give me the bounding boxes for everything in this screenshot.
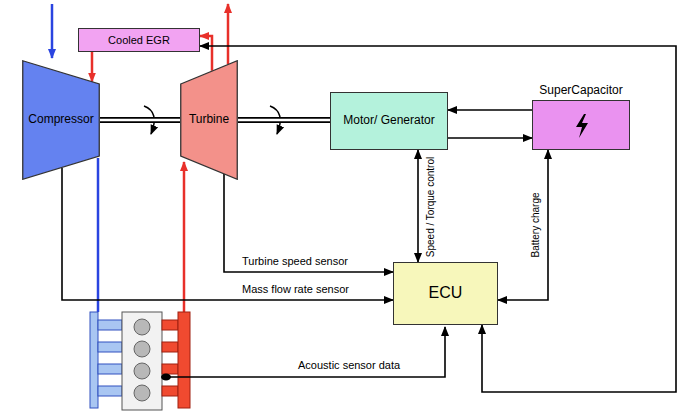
exhaust-runner xyxy=(162,342,178,352)
signal-connector xyxy=(200,36,212,71)
node-heading: SuperCapacitor xyxy=(539,84,622,98)
cylinder xyxy=(134,385,150,401)
compressor-shape-fill xyxy=(23,61,100,180)
connector-path xyxy=(448,137,532,139)
capacitor-symbol xyxy=(572,113,592,139)
shaft-core xyxy=(100,119,180,121)
ecu-box: ECU xyxy=(393,262,498,325)
connector-path xyxy=(224,174,393,272)
node-label: Motor/ Generator xyxy=(343,114,434,128)
connector-path xyxy=(200,46,676,392)
intake-pipe xyxy=(97,158,100,312)
signal-connector xyxy=(92,52,93,82)
intake-runner xyxy=(98,342,122,352)
edge-label: Battery charge xyxy=(530,190,542,259)
signal-connector xyxy=(200,46,676,392)
signal-connector xyxy=(448,138,532,139)
signal-label: Acoustic sensor data xyxy=(296,359,402,372)
shaft-outline xyxy=(100,117,180,123)
edge-label: Speed / Torque control xyxy=(425,155,437,259)
exhaust-runner xyxy=(162,386,178,396)
exhaust-runner xyxy=(162,364,178,374)
node-label: Turbine xyxy=(189,113,229,127)
edge-label: Mass flow rate sensor xyxy=(240,283,351,296)
intake-runner xyxy=(98,386,122,396)
edge-label: Turbine speed sensor xyxy=(240,255,350,268)
compressor-shape: Compressor xyxy=(22,60,100,180)
exhaust-runner xyxy=(162,320,178,330)
turbine-shape-fill xyxy=(181,61,238,180)
signal-connector xyxy=(62,168,393,300)
node-label: Compressor xyxy=(28,113,93,127)
signal-connector xyxy=(498,150,548,300)
exhaust-pipe xyxy=(183,162,186,312)
signal-connector xyxy=(448,110,532,111)
egr-box: Cooled EGR xyxy=(78,28,200,52)
connector-path xyxy=(200,36,212,71)
exhaust-arrow xyxy=(227,4,230,64)
signal-connector xyxy=(224,174,393,272)
cylinder xyxy=(134,319,150,335)
motor-generator-box: Motor/ Generator xyxy=(330,92,448,150)
engine-block xyxy=(90,312,190,410)
intake-manifold xyxy=(90,312,98,408)
exhaust-manifold xyxy=(178,312,190,408)
node-label: Cooled EGR xyxy=(108,34,170,47)
intake-arrow xyxy=(51,4,54,58)
connector-path xyxy=(498,150,548,300)
shaft-core xyxy=(238,119,330,121)
shaft-outline xyxy=(238,117,330,123)
cylinder xyxy=(134,363,150,379)
shaft-connector xyxy=(238,120,330,121)
connector-path xyxy=(448,109,532,111)
signal-connector xyxy=(418,150,419,262)
cylinder-block xyxy=(122,312,162,410)
acoustic-signal-line xyxy=(168,327,445,377)
connector-path xyxy=(91,52,94,82)
intake-runner xyxy=(98,320,122,330)
lightning-bolt xyxy=(576,114,588,138)
turbine-shape: Turbine xyxy=(180,60,238,180)
intake-runner xyxy=(98,364,122,374)
cylinder xyxy=(134,341,150,357)
node-label: ECU xyxy=(429,284,463,302)
shaft-connector xyxy=(100,120,180,121)
connector-path xyxy=(62,168,393,300)
supercapacitor-box: SuperCapacitor xyxy=(532,100,630,150)
connector-path xyxy=(417,150,419,262)
